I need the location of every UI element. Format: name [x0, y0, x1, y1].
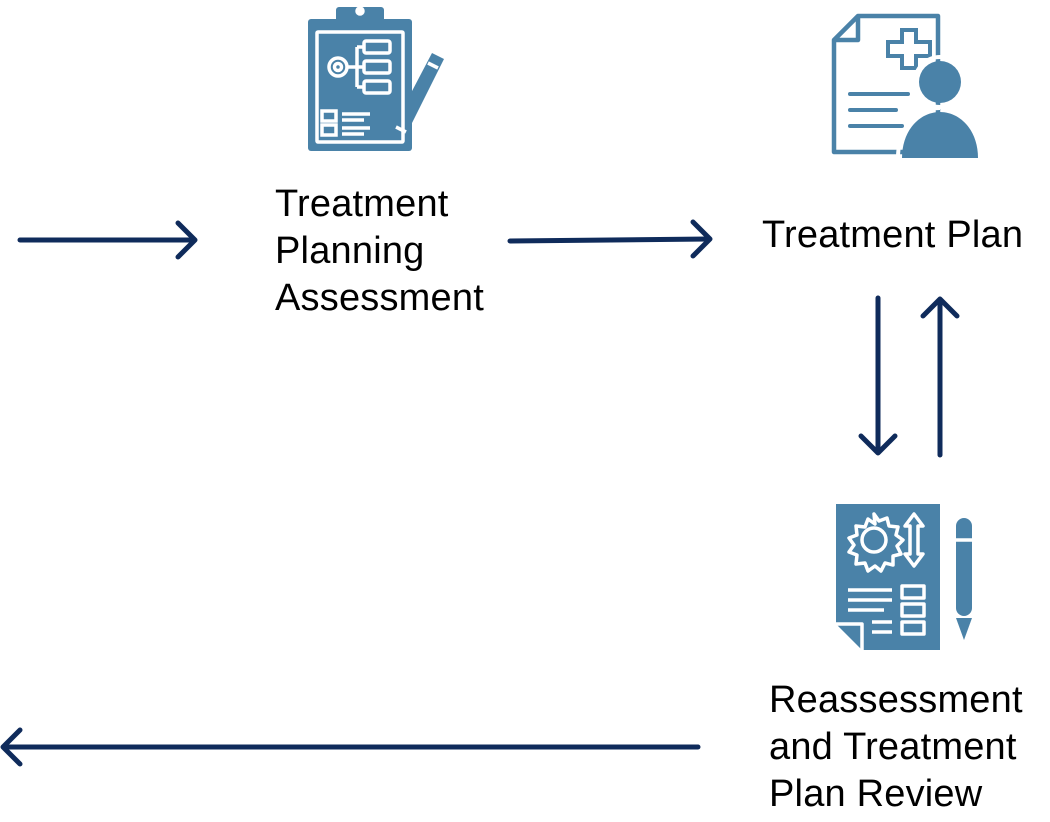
reassessment-review-label: Reassessment and Treatment Plan Review: [769, 679, 1023, 815]
arrow-review-to-plan: [920, 296, 960, 458]
clipboard-flowchart-pen-icon: [308, 6, 444, 151]
arrow-assessment-to-plan: [507, 219, 713, 259]
arrow-plan-to-review: [858, 295, 898, 456]
treatment-planning-assessment-label: Treatment Planning Assessment: [275, 183, 484, 319]
gear-report-pen-icon: [836, 504, 972, 650]
arrow-entry-to-assessment: [17, 220, 198, 260]
medical-document-person-icon: [831, 13, 978, 159]
arrow-review-to-exit: [0, 727, 701, 767]
treatment-plan-label: Treatment Plan: [762, 214, 1024, 256]
